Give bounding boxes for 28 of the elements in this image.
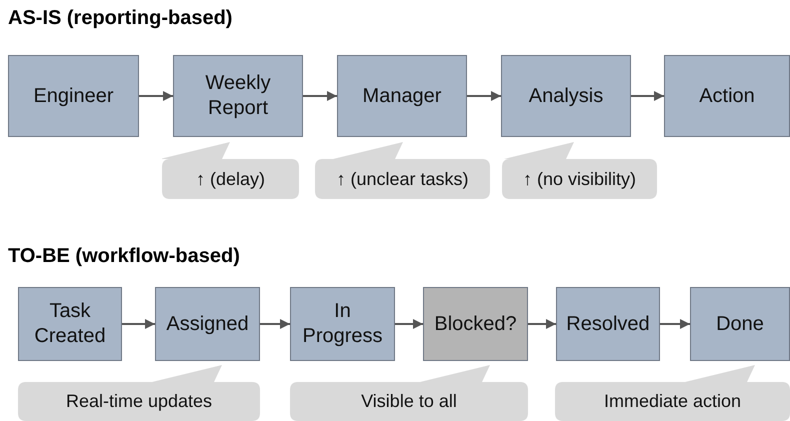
process-box: Assigned xyxy=(155,287,260,361)
arrow xyxy=(139,91,173,101)
callout-bubble: ↑ (no visibility) xyxy=(502,142,657,199)
process-box: Resolved xyxy=(556,287,660,361)
process-box: Task Created xyxy=(18,287,122,361)
section-heading: TO-BE (workflow-based) xyxy=(8,244,240,269)
arrow xyxy=(303,91,337,101)
callout-bubble: Real-time updates xyxy=(18,365,260,421)
arrow xyxy=(528,319,556,329)
section-heading: AS-IS (reporting-based) xyxy=(8,6,232,31)
process-box: In Progress xyxy=(290,287,395,361)
arrow xyxy=(395,319,423,329)
arrow xyxy=(631,91,664,101)
process-box: Done xyxy=(690,287,790,361)
arrow xyxy=(467,91,501,101)
arrow xyxy=(260,319,290,329)
process-box: Engineer xyxy=(8,55,139,137)
arrow xyxy=(660,319,690,329)
process-box: Action xyxy=(664,55,790,137)
process-box: Weekly Report xyxy=(173,55,303,137)
arrow xyxy=(122,319,155,329)
callout-bubble: Visible to all xyxy=(290,365,528,421)
callout-bubble: ↑ (delay) xyxy=(162,142,299,199)
callout-bubble: Immediate action xyxy=(555,365,790,421)
process-box: Blocked? xyxy=(423,287,528,361)
process-box: Manager xyxy=(337,55,467,137)
process-box: Analysis xyxy=(501,55,631,137)
callout-bubble: ↑ (unclear tasks) xyxy=(315,142,490,199)
